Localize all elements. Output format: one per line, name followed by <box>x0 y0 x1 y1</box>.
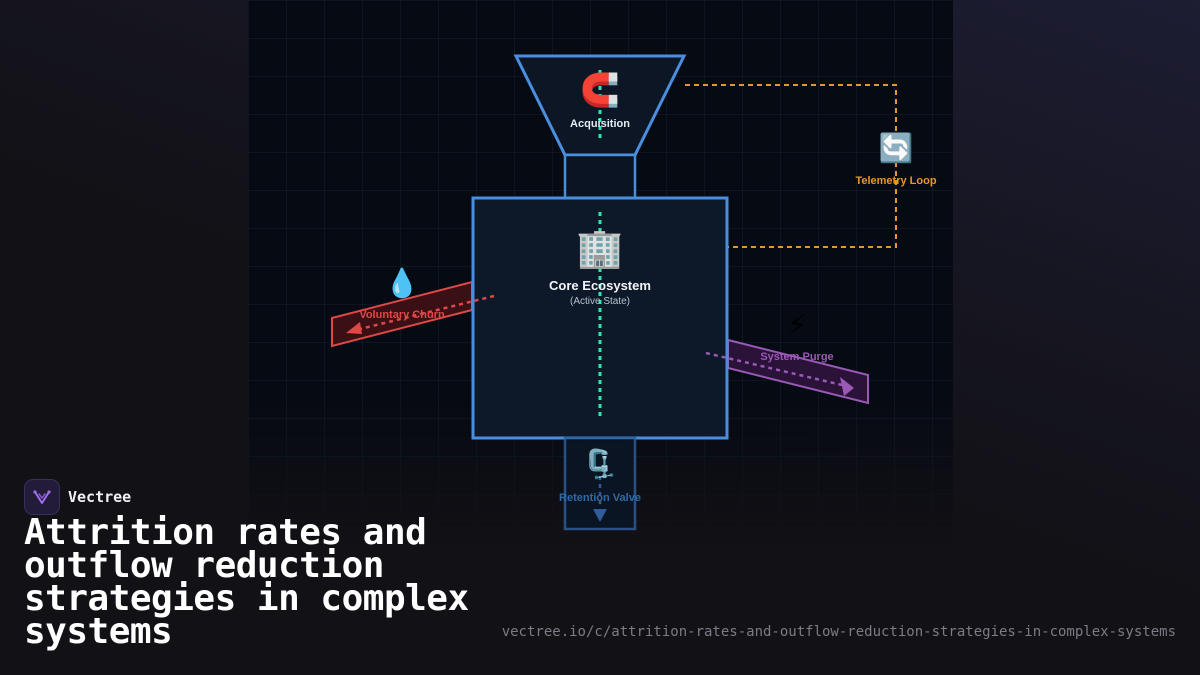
brand-logo-icon <box>24 479 60 515</box>
retention-arrowhead <box>593 509 607 522</box>
acquisition-label: Acquisition <box>570 118 630 130</box>
telemetry-loop-line <box>685 84 897 248</box>
page-title: Attrition rates and outflow reduction st… <box>24 512 469 652</box>
brand-name: Vectree <box>68 488 132 506</box>
brand: Vectree <box>24 479 131 515</box>
telemetry-label: Telemetry Loop <box>855 175 936 187</box>
churn-label: Voluntary Churn <box>359 309 445 321</box>
refresh-icon: 🔄 <box>879 132 914 165</box>
funnel-neck <box>563 153 637 200</box>
source-url[interactable]: vectree.io/c/attrition-rates-and-outflow… <box>501 624 1176 640</box>
clamp-icon: 🗜️ <box>583 448 618 481</box>
churn-arrowhead <box>346 322 362 334</box>
magnet-icon: 🧲 <box>580 71 620 109</box>
retention-label: Retention Valve <box>559 492 641 504</box>
lightning-icon: ⚡ <box>787 309 807 342</box>
purge-label: System Purge <box>760 351 833 363</box>
core-ecosystem-label: Core Ecosystem <box>549 278 651 293</box>
office-building-icon: 🏢 <box>576 226 623 270</box>
droplet-icon: 💧 <box>385 267 420 300</box>
purge-arrowhead <box>840 377 854 396</box>
core-ecosystem-sublabel: (Active State) <box>570 296 630 307</box>
